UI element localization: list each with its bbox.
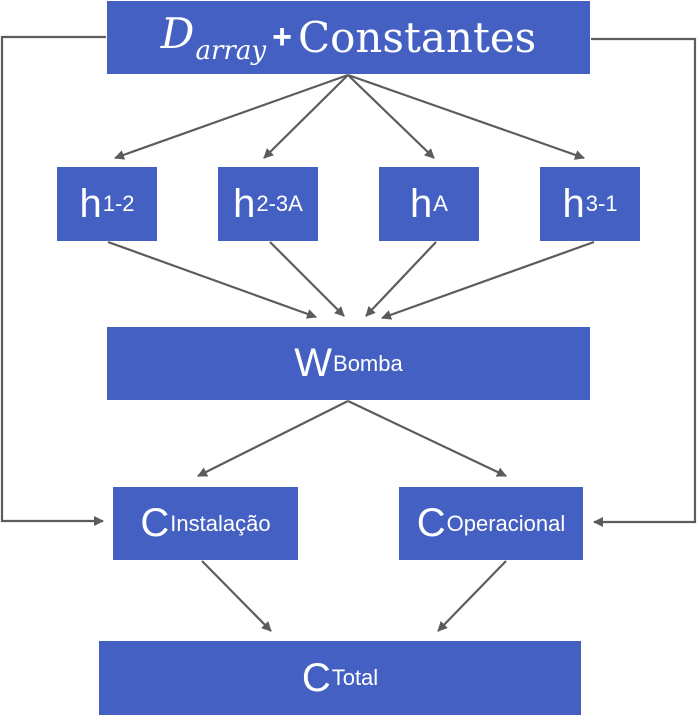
h-subscript: 3-1 — [585, 191, 618, 216]
h-symbol: h — [562, 181, 585, 226]
darray-main-symbol: D — [160, 9, 195, 59]
arrow-h12-to-w — [107, 240, 317, 319]
arrow-top-to-ha — [347, 74, 435, 159]
w-symbol: W — [294, 341, 333, 385]
arrow-w-to-cinst — [197, 400, 349, 477]
w-subscript: Bomba — [333, 350, 403, 376]
c-subscript: Operacional — [446, 510, 566, 536]
arrow-w-to-cop — [347, 400, 507, 477]
h-subscript: 1-2 — [102, 191, 135, 216]
arrow-top-to-cop-bypass — [591, 37, 697, 527]
arrow-h31-to-w — [381, 240, 595, 320]
arrow-cinst-to-total — [201, 560, 272, 632]
h-symbol: h — [410, 181, 433, 226]
arrow-cop-to-total — [437, 560, 507, 632]
h-subscript: 2-3A — [256, 191, 303, 216]
arrow-top-to-h31 — [347, 73, 585, 160]
arrow-top-to-cinst-bypass — [0, 35, 106, 526]
c-symbol: C — [140, 501, 170, 545]
arrow-h23a-to-w — [269, 241, 345, 317]
arrow-top-to-h23a — [263, 74, 349, 159]
darray-subscript: array — [195, 35, 267, 66]
arrow-ha-to-w — [365, 241, 437, 317]
plus-operator: + — [272, 18, 292, 56]
h-symbol: h — [79, 181, 102, 226]
constants-label: Constantes — [297, 13, 537, 62]
h-symbol: h — [233, 181, 256, 226]
node-darray-constants: Darray + Constantes — [107, 1, 590, 74]
c-subscript: Instalação — [170, 510, 271, 536]
darray-symbol: Darray — [161, 9, 266, 65]
h-subscript: A — [433, 191, 448, 216]
c-symbol: C — [416, 501, 446, 545]
c-subscript: Total — [331, 665, 379, 690]
arrow-top-to-h12 — [114, 73, 349, 160]
c-symbol: C — [301, 655, 331, 700]
